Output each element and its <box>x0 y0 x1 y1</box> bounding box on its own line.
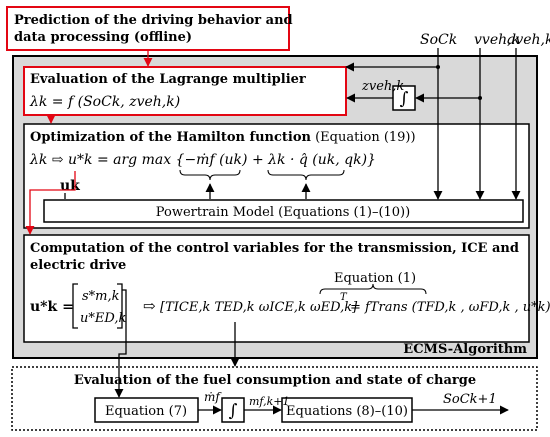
hamilton-formula: λk ⇨ u*k = arg max {−ṁf (uk) + λk · q̂ (… <box>29 152 376 168</box>
prediction-line2: data processing (offline) <box>14 30 192 45</box>
computation-box <box>23 234 530 343</box>
mf-dot-label: ṁf <box>204 390 222 404</box>
mf-next-label: mf,k+1 <box>249 395 290 408</box>
hamilton-title: Optimization of the Hamilton function (E… <box>30 130 416 145</box>
ftrans-formula: = fTrans (TFD,k , ωFD,k , u*k) <box>350 300 550 315</box>
lagrange-title: Evaluation of the Lagrange multiplier <box>30 72 306 87</box>
vector-top-entry: s*m,k <box>82 289 120 304</box>
equation-7-label: Equation (7) <box>105 404 187 419</box>
vector-left-bracket <box>72 283 78 329</box>
vector-right-bracket <box>117 283 123 329</box>
equation-1-label: Equation (1) <box>334 271 416 286</box>
control-vector-lhs: u*k = <box>30 299 74 315</box>
mf-underbrace <box>179 169 241 181</box>
aveh-signal-label: aveh,k <box>507 32 550 48</box>
lagrange-box <box>23 66 347 116</box>
torque-vector: [TICE,k TED,k ωICE,k ωED,k] <box>160 300 358 315</box>
ecms-label: ECMS-Algorithm <box>403 342 527 357</box>
soc-signal-label: SoCk <box>420 32 457 48</box>
computation-arrow: ⇨ <box>143 297 156 315</box>
computation-title-line2: electric drive <box>30 258 126 273</box>
q-underbrace <box>267 169 345 181</box>
z-integral-symbol: ∫ <box>400 89 409 109</box>
vector-bottom-entry: u*ED,k <box>80 311 126 326</box>
powertrain-label: Powertrain Model (Equations (1)–(10)) <box>156 205 410 220</box>
evaluation-title: Evaluation of the fuel consumption and s… <box>74 373 476 388</box>
zveh-signal-label: zveh,k <box>361 79 404 94</box>
transpose-symbol: T <box>340 292 348 303</box>
computation-title-line1: Computation of the control variables for… <box>30 241 519 256</box>
powertrain-model-box <box>43 199 524 223</box>
lagrange-formula: λk = f (SoCk, zveh,k) <box>29 94 180 110</box>
prediction-box <box>6 6 290 51</box>
u-star-to-computation-arrow <box>25 171 76 235</box>
soc-next-label: SoCk+1 <box>443 392 497 407</box>
equation-1-overbrace <box>319 283 427 295</box>
vveh-signal-label: vveh,k <box>474 32 520 48</box>
vector-to-evaluation <box>114 289 127 398</box>
prediction-line1: Prediction of the driving behavior and <box>14 13 293 28</box>
connections <box>25 48 521 415</box>
equations-8-10-label: Equations (8)–(10) <box>286 404 408 419</box>
uk-label: uk <box>60 178 80 194</box>
fuel-integral-symbol: ∫ <box>229 401 238 421</box>
